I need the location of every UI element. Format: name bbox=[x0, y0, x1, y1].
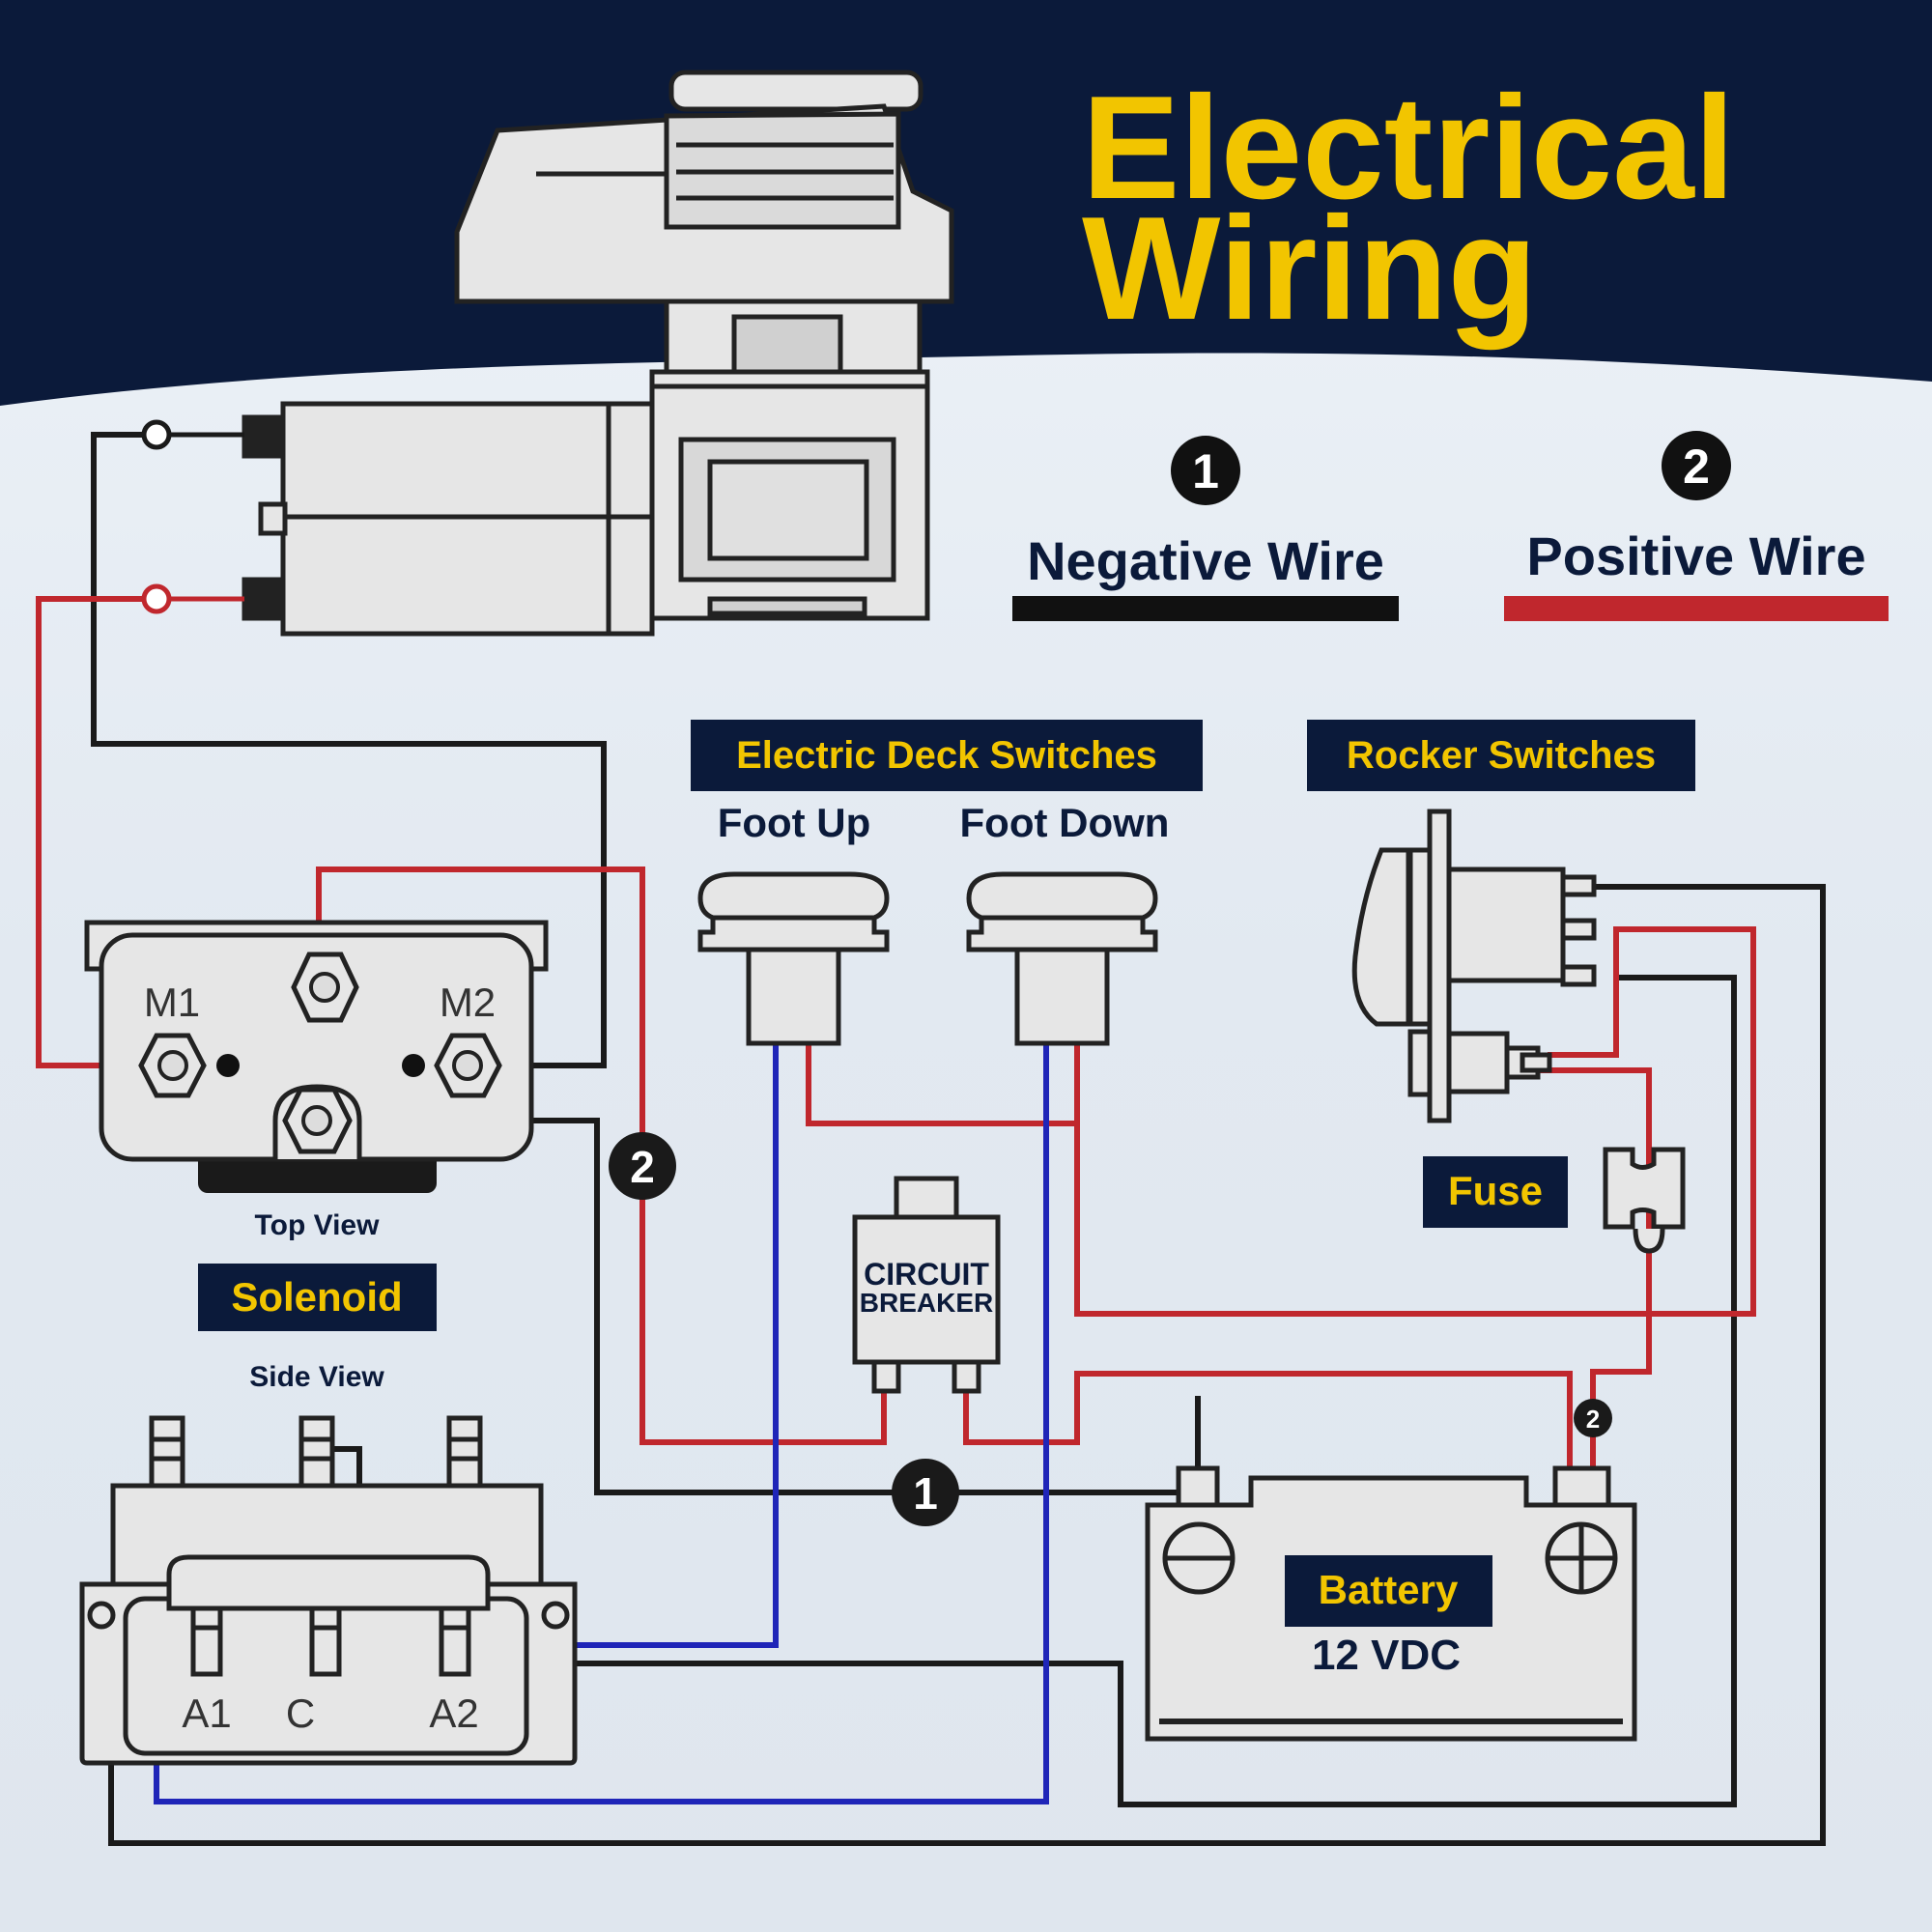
legend-positive-badge: 2 bbox=[1683, 440, 1710, 494]
wire-badge-negative: 1 bbox=[913, 1468, 938, 1519]
wire-badge-negative-circle bbox=[892, 1459, 959, 1526]
circuit-breaker-line-1: CIRCUIT bbox=[864, 1257, 989, 1292]
circuit-breaker bbox=[852, 1176, 1001, 1394]
fuse-holder bbox=[1603, 1147, 1686, 1254]
battery-voltage: 12 VDC bbox=[1312, 1632, 1461, 1679]
legend-negative: 1 Negative Wire bbox=[1012, 436, 1399, 621]
foot-up-label: Foot Up bbox=[718, 800, 871, 845]
rocker-switches-header-bg bbox=[1307, 720, 1695, 791]
legend-negative-badge: 1 bbox=[1192, 444, 1219, 498]
legend-positive: 2 Positive Wire bbox=[1504, 431, 1889, 621]
battery-label-bg bbox=[1285, 1555, 1492, 1627]
solenoid-side-view bbox=[79, 1415, 578, 1766]
deck-switches-header-bg bbox=[691, 720, 1203, 791]
legend-positive-label: Positive Wire bbox=[1526, 526, 1865, 586]
solenoid-label: Solenoid bbox=[231, 1274, 402, 1320]
solenoid-top-view-label: Top View bbox=[255, 1209, 381, 1241]
circuit-breaker-line-2: BREAKER bbox=[860, 1288, 993, 1318]
solenoid-top-view bbox=[84, 920, 549, 1193]
foot-down-switch bbox=[966, 871, 1158, 1046]
wire-badge-positive: 2 bbox=[630, 1142, 655, 1192]
motor-positive-terminal bbox=[141, 583, 172, 614]
motor-terminals bbox=[141, 419, 244, 614]
solenoid-a1-label: A1 bbox=[182, 1690, 231, 1736]
wire-badge-battery: 2 bbox=[1586, 1405, 1600, 1434]
windlass-illustration bbox=[242, 70, 954, 637]
legend-negative-badge-circle bbox=[1171, 436, 1240, 505]
legend-positive-swatch bbox=[1504, 596, 1889, 621]
header-banner bbox=[0, 0, 1932, 406]
motor-negative-terminal bbox=[141, 419, 172, 450]
solenoid-c-label: C bbox=[286, 1690, 315, 1736]
solenoid-side-view-label: Side View bbox=[249, 1361, 384, 1393]
rocker-switches-header: Rocker Switches bbox=[1347, 734, 1656, 777]
foot-down-label: Foot Down bbox=[960, 800, 1170, 845]
wire-badge-battery-circle bbox=[1574, 1399, 1612, 1437]
fuse-label: Fuse bbox=[1448, 1168, 1543, 1213]
title-line-1: Electrical bbox=[1082, 66, 1735, 230]
fuse-label-bg bbox=[1423, 1156, 1568, 1228]
solenoid-label-bg bbox=[198, 1264, 437, 1331]
legend-negative-label: Negative Wire bbox=[1027, 530, 1384, 591]
legend-negative-swatch bbox=[1012, 596, 1399, 621]
solenoid-a2-label: A2 bbox=[429, 1690, 478, 1736]
deck-switches-header: Electric Deck Switches bbox=[736, 734, 1157, 777]
battery-label: Battery bbox=[1319, 1567, 1459, 1612]
solenoid-m2-label: M2 bbox=[440, 980, 496, 1025]
wire-badge-positive-circle bbox=[609, 1132, 676, 1200]
title-line-2: Wiring bbox=[1082, 186, 1537, 351]
rocker-switch bbox=[1351, 809, 1597, 1123]
foot-up-switch bbox=[697, 871, 890, 1046]
legend-positive-badge-circle bbox=[1662, 431, 1731, 500]
solenoid-m1-label: M1 bbox=[144, 980, 200, 1025]
